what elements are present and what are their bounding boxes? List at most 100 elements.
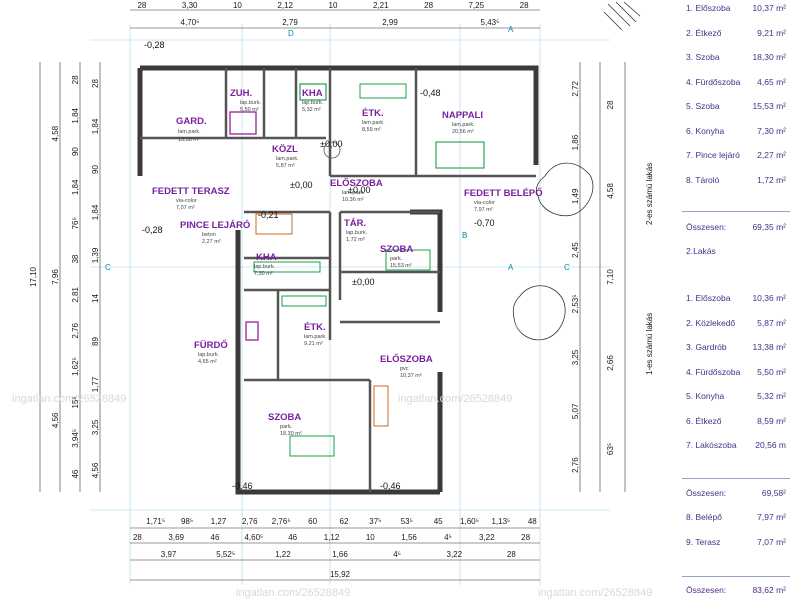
dim-bot-2-2: 46 (211, 533, 220, 542)
legend-b-row-0-name: 1. Előszoba (686, 293, 731, 303)
level-markers: -0,28 -0,48 ±0,00 ±0,00 ±0,00 -0,28 -0,7… (142, 40, 495, 491)
level-7: -0,70 (474, 218, 495, 228)
dim-bot-3-6: 28 (507, 550, 516, 559)
room-zuh-sub: lap.burk. (240, 100, 262, 106)
dim-top-1-7: 7,25 (469, 1, 485, 10)
axis-markers: C C A A D B (105, 25, 570, 272)
dim-left-2-5: 38 (71, 254, 80, 263)
dim-bot-3-4: 4⁵ (393, 550, 401, 559)
room-kozl-area: 5,87 m² (276, 163, 295, 169)
legend-divider-2 (682, 478, 790, 479)
legend-a-row-0-name: 1. Előszoba (686, 3, 731, 13)
legend-total-2-label: Összesen: (686, 488, 727, 498)
room-garden-sub: lam.park. (178, 129, 201, 135)
dim-left-3-5: 14 (91, 294, 100, 303)
room-fedett-terasz-sub: via-color (176, 198, 197, 204)
exterior-walls (137, 65, 539, 495)
dim-left-3-4: 1,39 (91, 247, 100, 263)
dim-right-2-0: 28 (606, 100, 615, 109)
room-etk1: ÉTK. (362, 108, 384, 119)
dim-right-1-2: 1,49 (571, 188, 580, 204)
legend-a-row-1-name: 2. Étkező (686, 27, 722, 38)
axis-c-left: C (105, 263, 111, 272)
room-eloszoba1-area: 10,36 m² (342, 197, 364, 203)
level-9: ±0,00 (348, 185, 370, 195)
level-10: -0,46 (232, 481, 253, 491)
dim-right-1-6: 5,07 (571, 403, 580, 419)
dim-left-2-1: 1,84 (71, 107, 80, 123)
legend-a-row-2-name: 3. Szoba (686, 52, 720, 62)
room-kozl: KÖZL (272, 144, 298, 155)
dim-right-2-4: 63⁵ (606, 443, 615, 455)
dim-left-2-4: 76⁵ (71, 217, 80, 229)
legend-a-row-6-name: 7. Pince lejáró (686, 150, 740, 160)
dim-right-1-1: 1,86 (571, 134, 580, 150)
room-zuh: ZUH. (230, 88, 252, 99)
dim-left-2-3: 1,84 (71, 179, 80, 195)
legend-b-row-2-value: 13,38 m² (752, 342, 786, 352)
legend-b-row-1-value: 5,87 m² (757, 317, 786, 328)
room-kha2: KHA (256, 252, 277, 263)
room-pince: PINCE LEJÁRÓ (180, 219, 250, 231)
dim-left-3-9: 4,56 (91, 462, 100, 478)
axis-a-top: A (508, 25, 514, 34)
dim-left-2-9: 15⁵ (71, 396, 80, 408)
dim-left-2-2: 90 (71, 147, 80, 156)
dim-top-1-0: 28 (137, 1, 146, 10)
legend-b-row-3-value: 5,50 m² (757, 366, 786, 377)
legend-a-row-5-value: 7,30 m² (757, 125, 786, 136)
level-4: ±0,00 (290, 180, 312, 190)
room-fedett-terasz: FEDETT TERASZ (152, 186, 230, 197)
room-szoba1-area: 15,53 m² (390, 263, 412, 269)
legend-divider-3 (682, 576, 790, 577)
axis-a-bottom: A (508, 263, 514, 272)
dim-bot-1-11: 1,13⁵ (491, 517, 510, 526)
level-1: -0,28 (144, 40, 165, 50)
dims-left-outer: 17,10 (29, 266, 38, 287)
dim-bot-1-8: 53⁵ (401, 517, 413, 526)
legend-c-row-1-name: 9. Terasz (686, 537, 721, 547)
room-eloszoba2: ELŐSZOBA (380, 353, 433, 365)
room-tar-area: 1,72 m² (346, 237, 365, 243)
side-label-lakas2: 2-es számú lakás (645, 163, 654, 225)
legend-a-row-2-value: 18,30 m² (752, 52, 786, 62)
watermark-center: ingatlan.com/26528849 (398, 393, 512, 405)
room-kha2-sub: lap.burk. (254, 264, 276, 270)
room-garden: GARD. (176, 116, 207, 127)
legend-total-2-value: 69,58² (761, 488, 786, 498)
dim-bot-1-9: 45 (434, 517, 443, 526)
dim-top-2-0: 4,70⁵ (181, 18, 200, 27)
dims-left-row-1: 4,587,964,56 (51, 125, 60, 428)
dim-left-2-6: 2,81 (71, 287, 80, 303)
legend-total-3-value: 83,62 m² (752, 585, 786, 595)
dim-left-1-1: 7,96 (51, 269, 60, 285)
room-fedett-terasz-area: 7,07 m² (176, 205, 195, 211)
dim-right-1-3: 2,45 (571, 242, 580, 258)
room-labels: GARD. lam.park. 13,38 m² ZUH. lap.burk. … (152, 88, 543, 437)
dim-left-2-7: 2,76 (71, 322, 80, 338)
room-tar: TÁR. (344, 218, 366, 229)
dim-bot-1-2: 1,27 (211, 517, 227, 526)
dim-left-0-0: 17,10 (29, 266, 38, 287)
level-2: -0,48 (420, 88, 441, 98)
room-eloszoba2-area: 10,37 m² (400, 373, 422, 379)
dim-bot-1-4: 2,76⁵ (272, 517, 291, 526)
dim-right-2-3: 2,66 (606, 355, 615, 371)
legend-b-row-3-name: 4. Fürdőszoba (686, 366, 741, 377)
legend-a-row-4-name: 5. Szoba (686, 101, 720, 111)
legend-a-row-5-name: 6. Konyha (686, 125, 725, 136)
room-kha1: KHA (302, 88, 323, 99)
dim-bot-1-3: 2,76 (242, 517, 258, 526)
dim-bot-3-0: 3,97 (161, 550, 177, 559)
dim-top-2-1: 2,79 (282, 18, 298, 27)
room-kozl-sub: lam.park. (276, 156, 299, 162)
dim-bot-1-5: 60 (308, 517, 317, 526)
dim-bot-4-0: 15,92 (330, 570, 351, 579)
room-fedett-belepo-area: 7,97 m² (474, 207, 493, 213)
